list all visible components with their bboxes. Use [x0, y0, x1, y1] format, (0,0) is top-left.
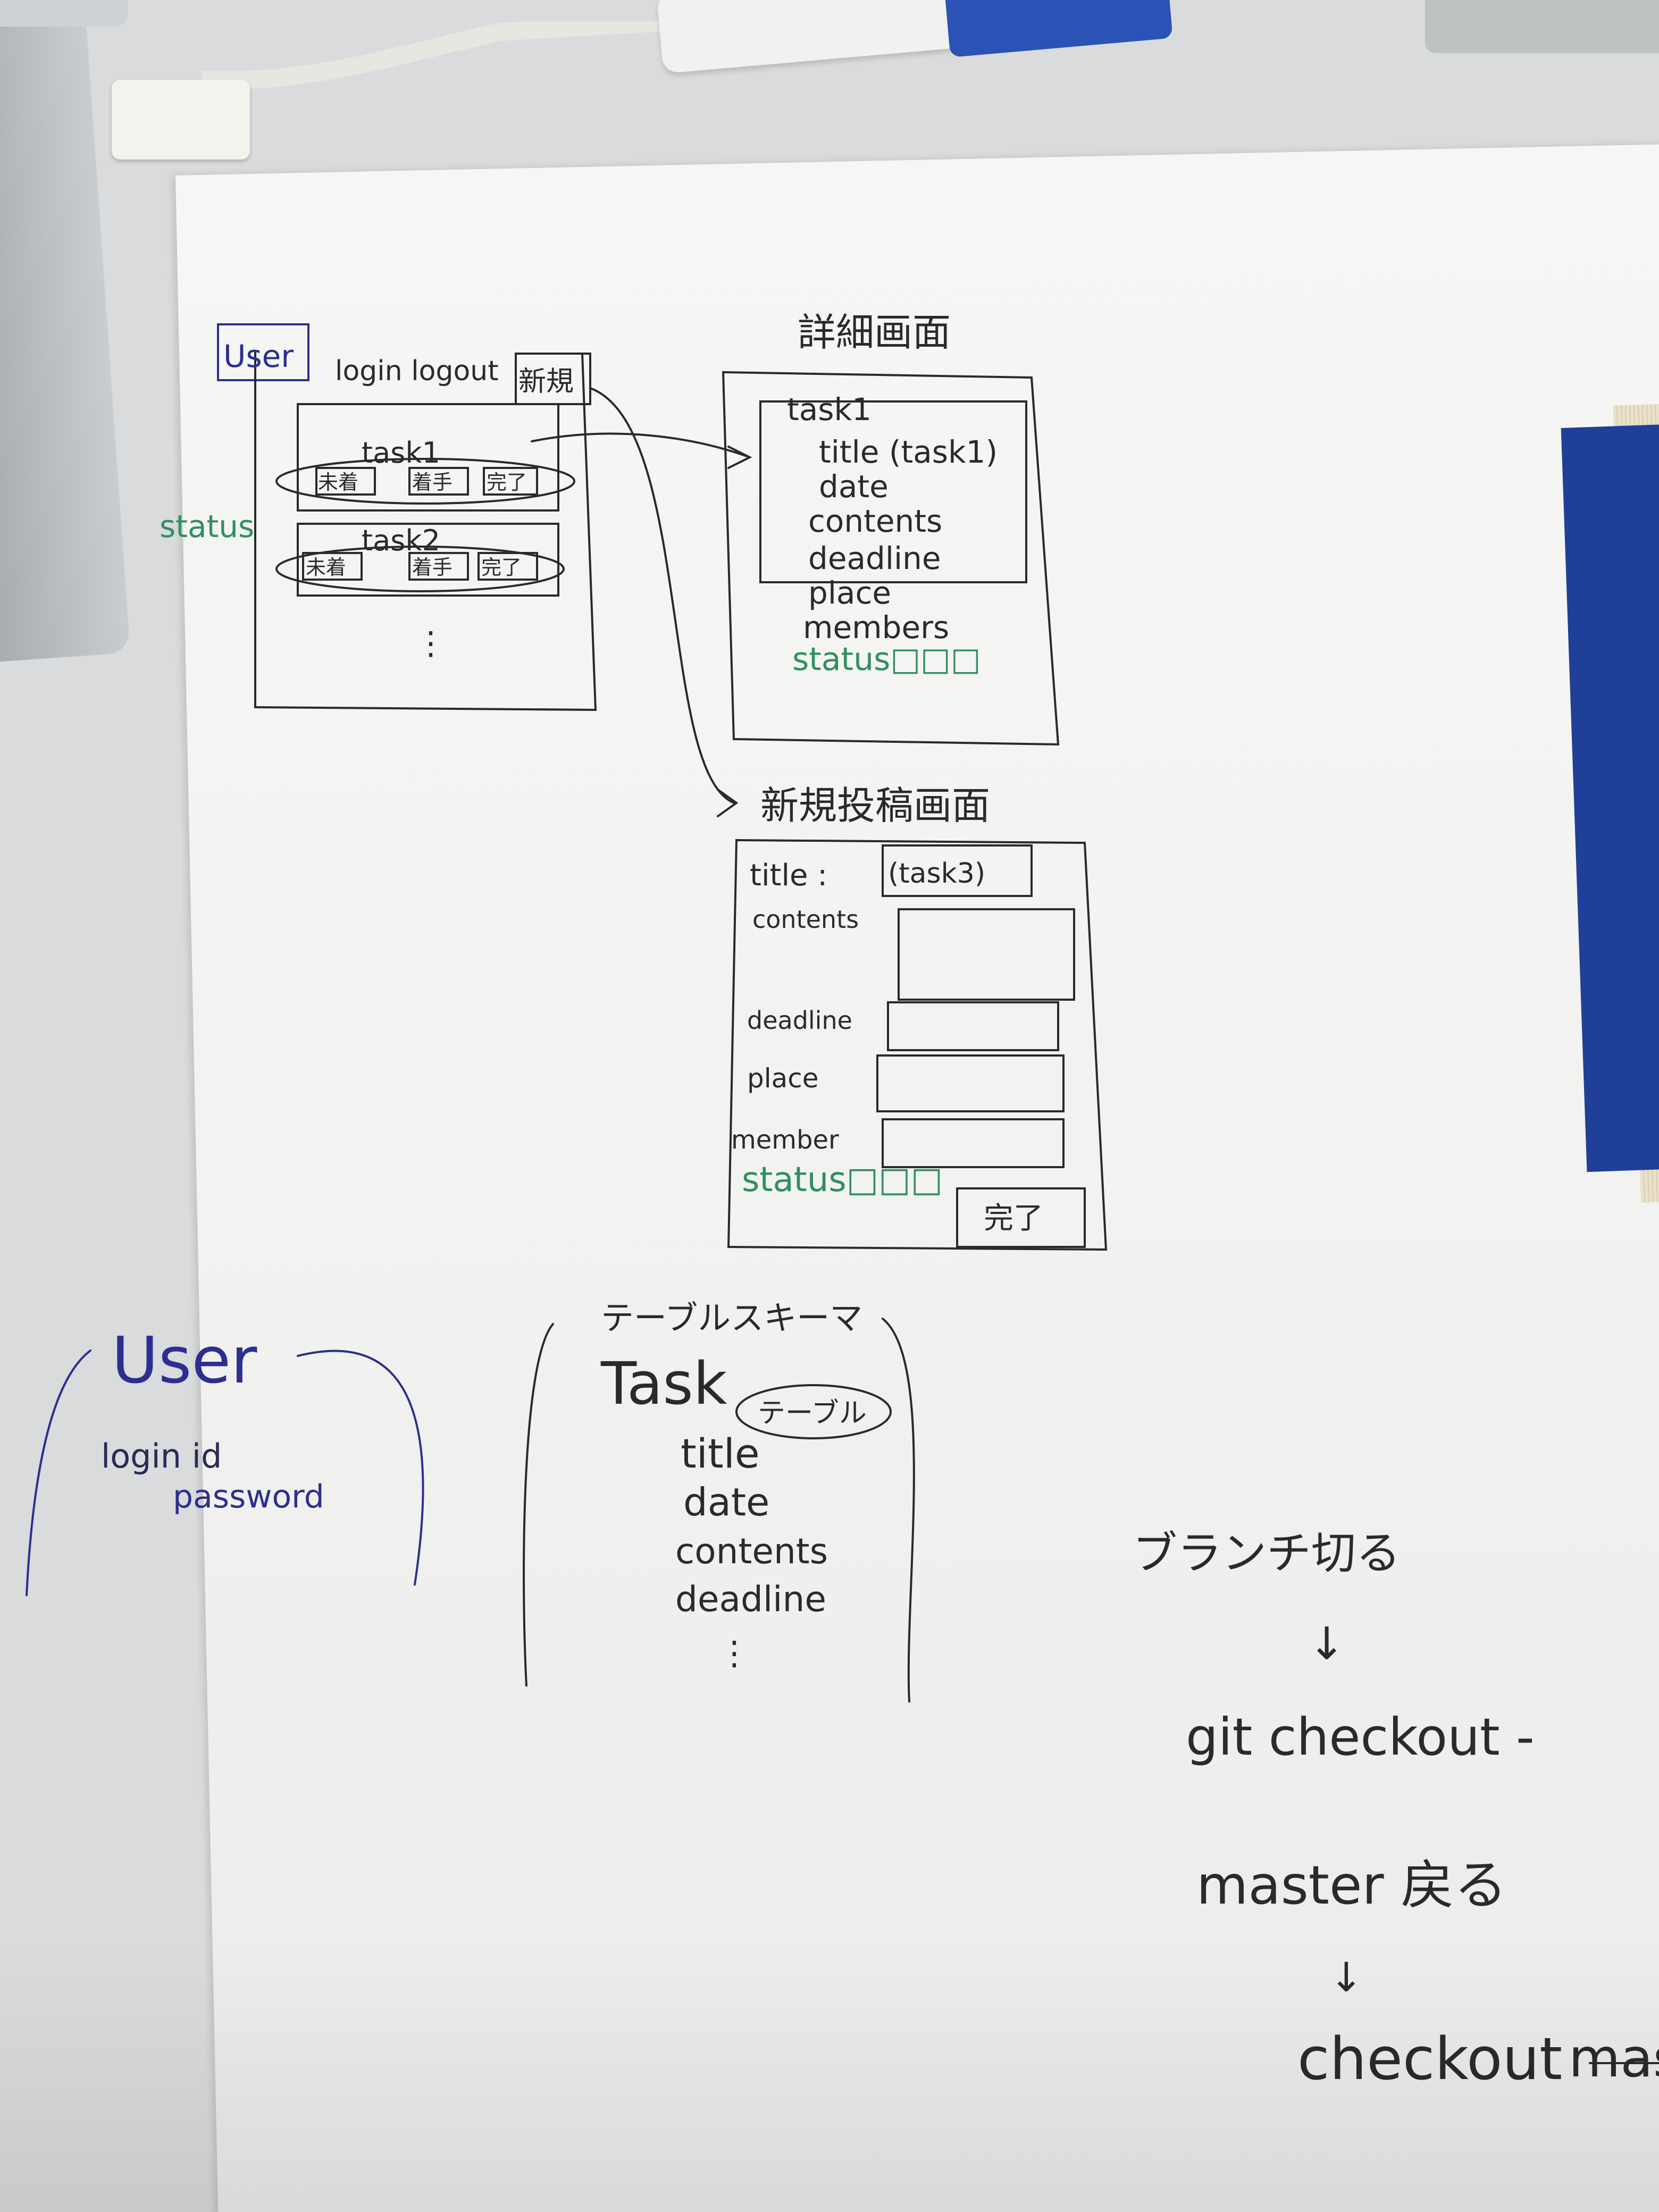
- task-schema-title: Task: [600, 1350, 727, 1418]
- deadline-field: [887, 1001, 1059, 1051]
- list-screen-frame: [254, 350, 597, 711]
- np-member-label: member: [731, 1125, 839, 1155]
- np-complete-label: 完了: [984, 1201, 1043, 1236]
- task-field-title: title: [681, 1430, 760, 1477]
- detail-field-place: place: [808, 575, 891, 611]
- member-field: [882, 1118, 1065, 1168]
- status-btn-a1: [315, 467, 376, 496]
- user-bracket-right: [297, 1350, 424, 1586]
- status-ellipse-2: [275, 546, 565, 592]
- status-btn-b1-label: 着手: [412, 471, 453, 494]
- task-bracket-right: [882, 1318, 915, 1703]
- git-checkout-dash: git checkout -: [1186, 1707, 1535, 1767]
- task2-card: [297, 523, 559, 597]
- usb-plug: [112, 80, 250, 160]
- np-title-value: (task3): [888, 858, 985, 890]
- complete-button-frame: [956, 1187, 1086, 1248]
- task-field-contents: contents: [675, 1531, 828, 1572]
- detail-field-members: members: [803, 609, 949, 646]
- place-field: [876, 1054, 1065, 1112]
- arrowhead-detail: [727, 446, 752, 469]
- arrowhead-new: [717, 789, 739, 817]
- git-checkout-master: checkout: [1297, 2025, 1562, 2093]
- user-bracket-left: [26, 1350, 91, 1596]
- detail-inner-box: [759, 400, 1027, 583]
- np-status: status□□□: [742, 1160, 943, 1200]
- detail-title: 詳細画面: [798, 310, 951, 355]
- ink-text: User login logout 新規 task1 task2 未着 着手 完…: [101, 310, 1659, 2093]
- status-ellipse-1: [275, 458, 575, 505]
- device-edge: [1425, 0, 1659, 53]
- git-arrow-2: ↓: [1329, 1954, 1363, 2001]
- task-bracket-left: [523, 1323, 554, 1687]
- status-btn-a1-label: 未着: [318, 471, 358, 494]
- detail-screen-frame: [722, 371, 1060, 746]
- detail-status: status□□□: [792, 641, 981, 678]
- task1-card: [297, 403, 559, 512]
- list-ellipsis: ⋮: [415, 625, 447, 662]
- detail-field-title: title (task1): [819, 434, 998, 470]
- status-btn-a2: [302, 552, 363, 581]
- title-field: [882, 844, 1033, 897]
- login-logout-label: login logout: [335, 355, 499, 387]
- status-btn-c1-label: 完了: [487, 471, 527, 494]
- detail-field-date: date: [819, 468, 889, 505]
- user-schema-title: User: [112, 1324, 257, 1398]
- new-post-frame: [727, 839, 1108, 1251]
- table-badge-ellipse: [735, 1384, 892, 1439]
- np-place-label: place: [747, 1063, 819, 1094]
- git-master-return: master 戻る: [1196, 1854, 1507, 1916]
- np-title-label: title :: [750, 858, 827, 893]
- task-field-date: date: [683, 1480, 769, 1524]
- status-btn-c2: [477, 552, 538, 581]
- status-btn-b1: [408, 467, 469, 496]
- detail-task1: task1: [787, 391, 872, 428]
- np-deadline-label: deadline: [747, 1006, 852, 1035]
- git-checkout-master-tail: mas: [1569, 2027, 1659, 2089]
- task1-label: task1: [362, 436, 440, 470]
- task-field-more: ⋮: [718, 1633, 751, 1672]
- bottom-shadow: [0, 1941, 1659, 2212]
- task2-label: task2: [362, 524, 440, 557]
- status-btn-a2-label: 未着: [306, 556, 346, 579]
- user-schema-password: password: [173, 1478, 324, 1515]
- contents-field: [898, 908, 1075, 1001]
- arrow-to-new: [589, 387, 735, 804]
- np-contents-label: contents: [752, 905, 859, 934]
- git-branch-switch: ブランチ切る: [1133, 1527, 1401, 1579]
- status-btn-b2: [408, 552, 469, 581]
- laptop-corner: [0, 0, 128, 27]
- user-box-label: User: [223, 338, 294, 374]
- detail-field-contents: contents: [808, 503, 942, 539]
- schema-heading: テーブルスキーマ: [601, 1298, 862, 1337]
- user-box-frame: [217, 323, 309, 381]
- task-field-deadline: deadline: [675, 1579, 826, 1620]
- git-arrow-1: ↓: [1308, 1618, 1345, 1670]
- new-button-label: 新規: [518, 366, 574, 398]
- detail-field-deadline: deadline: [808, 540, 941, 576]
- table-badge-label: テーブル: [758, 1397, 867, 1429]
- cable: [202, 21, 681, 90]
- status-btn-c1: [483, 467, 538, 496]
- status-btn-c2-label: 完了: [481, 556, 522, 579]
- user-schema-loginid: login id: [101, 1437, 222, 1476]
- status-side-label: status: [160, 508, 254, 544]
- status-btn-b2-label: 着手: [412, 556, 453, 579]
- new-post-title: 新規投稿画面: [760, 783, 990, 828]
